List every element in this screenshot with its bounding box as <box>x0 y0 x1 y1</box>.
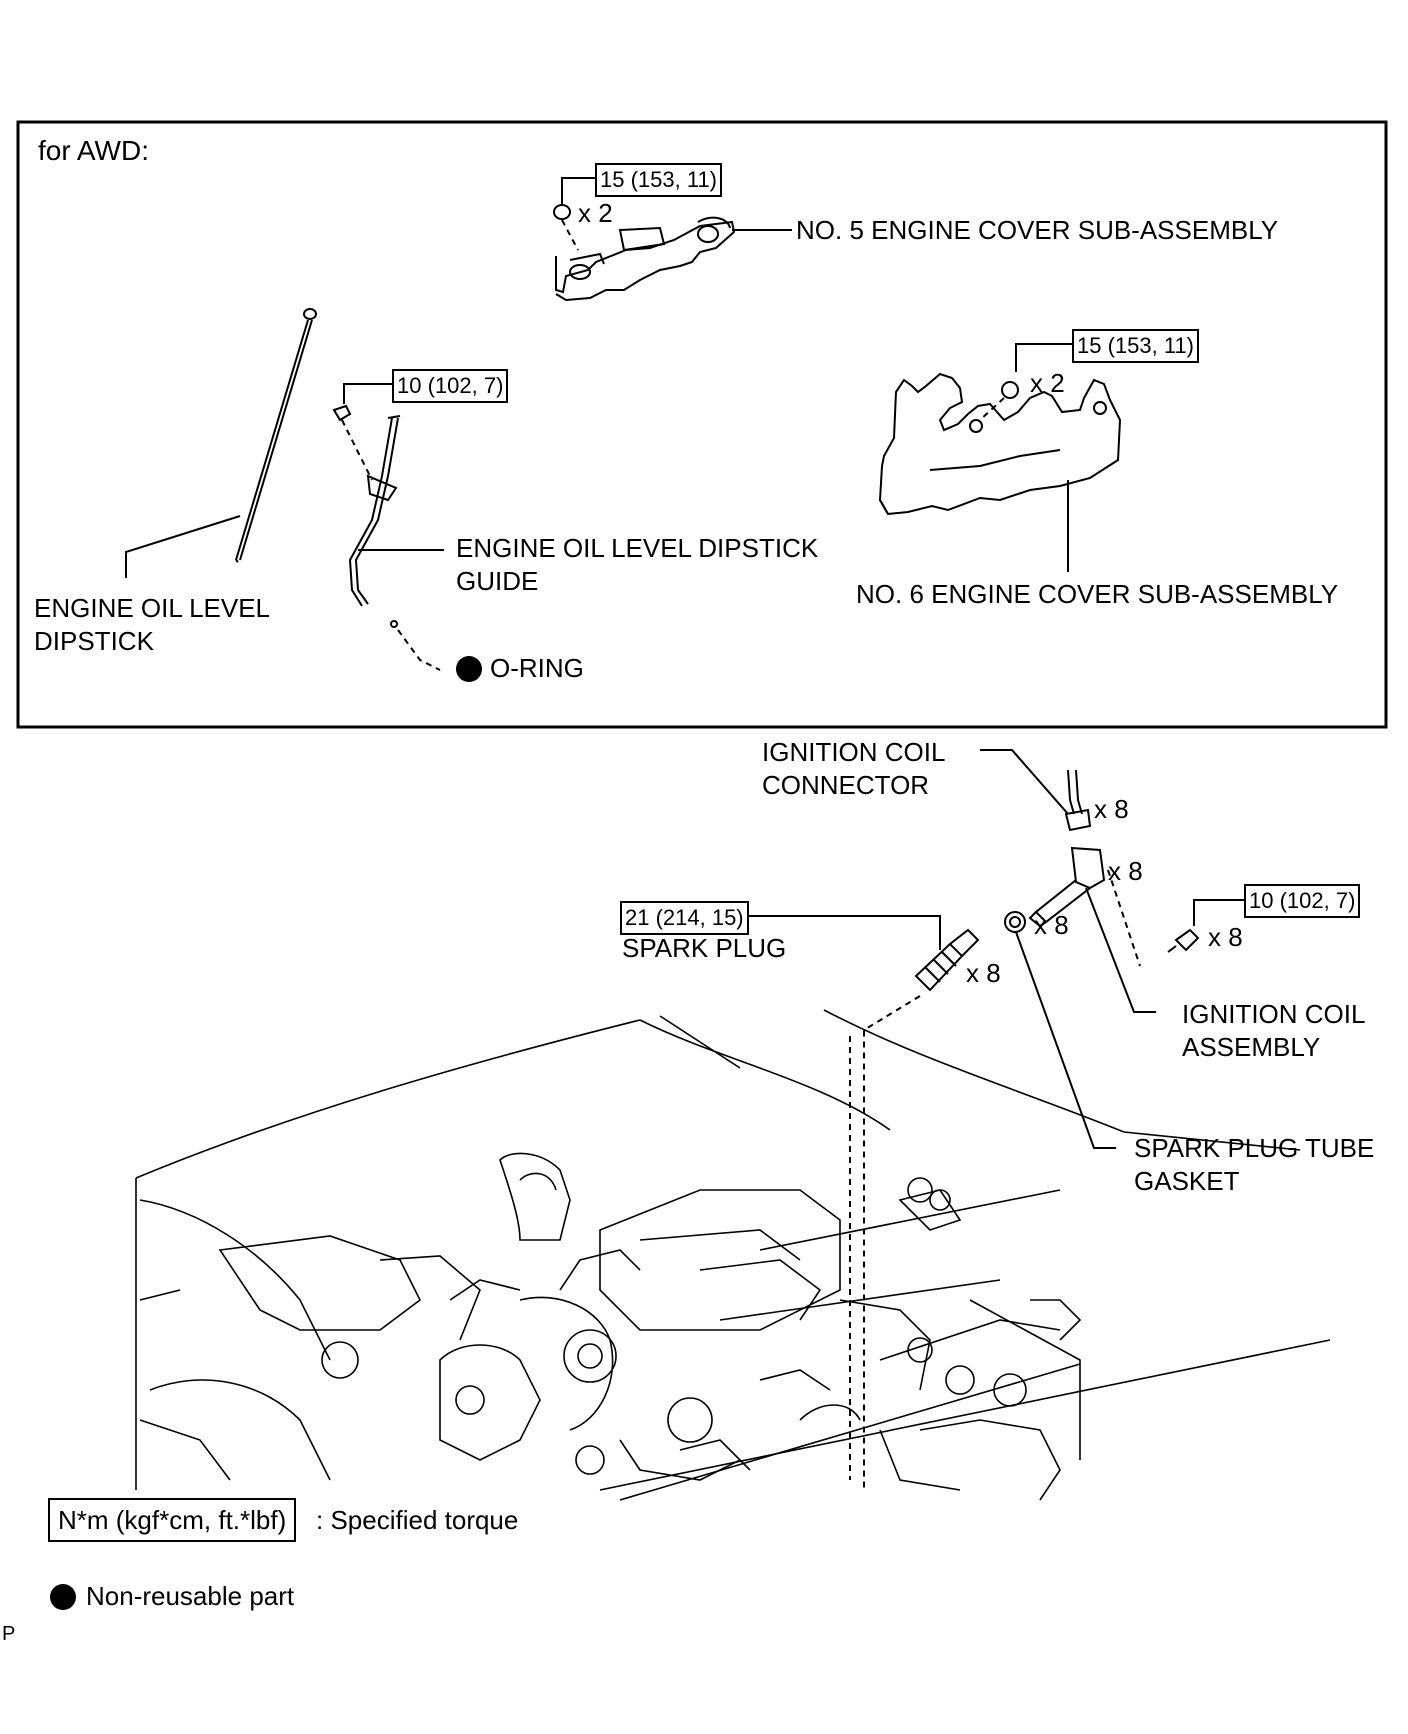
engine-oil-level-dipstick-guide-drawing <box>348 415 401 607</box>
spark-plug-install-line <box>863 995 921 1490</box>
engine-compartment-drawing <box>135 1009 1331 1501</box>
o-ring-leader <box>397 629 441 671</box>
dipstick-guide-label: ENGINE OIL LEVEL DIPSTICK GUIDE <box>456 533 819 596</box>
legend-torque-unit-box: N*m (kgf*cm, ft.*lbf) <box>48 1498 297 1542</box>
no6-cover-torque-box: 15 (153, 11) <box>1072 329 1200 363</box>
no6-cover-label: NO. 6 ENGINE COVER SUB-ASSEMBLY <box>856 579 1339 609</box>
spark-plug-label: SPARK PLUG <box>622 933 787 963</box>
no6-nut-quantity: x 2 <box>1030 368 1065 398</box>
connector-leader <box>980 749 1069 815</box>
spark-plug-torque-leader <box>746 915 941 950</box>
o-ring-part <box>390 620 398 628</box>
no5-nut-quantity: x 2 <box>578 198 613 228</box>
engine-oil-level-dipstick-drawing <box>235 308 317 563</box>
ignition-coil-connector-part <box>1064 808 1092 832</box>
coil-quantity: x 8 <box>1108 856 1143 886</box>
spark-plug-quantity: x 8 <box>966 958 1001 988</box>
connector-quantity: x 8 <box>1094 794 1129 824</box>
guide-bolt-torque-box: 10 (102, 7) <box>392 369 509 403</box>
awd-panel-frame <box>16 120 1388 729</box>
ignition-coil-assembly-label: IGNITION COIL ASSEMBLY <box>1182 999 1366 1062</box>
coil-bolt-torque-box: 10 (102, 7) <box>1244 884 1361 918</box>
no5-torque-leader <box>561 177 595 204</box>
no5-cover-label: NO. 5 ENGINE COVER SUB-ASSEMBLY <box>796 215 1279 245</box>
dipstick-label: ENGINE OIL LEVEL DIPSTICK <box>34 593 271 656</box>
no5-cover-nut <box>553 204 571 220</box>
legend-torque-desc: : Specified torque <box>316 1505 519 1535</box>
guide-torque-leader <box>343 383 392 404</box>
legend-non-reusable-icon <box>50 1584 76 1610</box>
spark-plug-torque-box: 21 (214, 15) <box>620 901 749 935</box>
dipstick-leader <box>125 515 241 578</box>
no5-engine-cover-drawing <box>555 216 736 302</box>
no5-cover-torque-box: 15 (153, 11) <box>595 163 723 197</box>
corner-mark: P <box>2 1623 16 1645</box>
guide-bolt <box>332 404 352 422</box>
no6-torque-leader <box>1015 343 1072 372</box>
o-ring-non-reusable-icon <box>456 656 482 682</box>
ignition-coil-connector-label: IGNITION COIL CONNECTOR <box>762 737 946 800</box>
gasket-quantity: x 8 <box>1034 910 1069 940</box>
coil-bolt-part <box>1174 928 1200 952</box>
o-ring-label: O-RING <box>490 653 584 683</box>
connector-wire <box>1067 769 1075 815</box>
gasket-leader <box>1015 931 1116 1149</box>
no6-engine-cover-drawing <box>878 372 1122 516</box>
coil-bolt-quantity: x 8 <box>1208 922 1243 952</box>
ignition-coil-assembly-part <box>1028 846 1106 928</box>
panel-title: for AWD: <box>38 135 149 166</box>
coil-bolt-torque-leader <box>1193 899 1244 926</box>
spark-plug-part <box>914 928 980 992</box>
coil-leader <box>1085 887 1156 1013</box>
spark-plug-tube-gasket-part <box>1004 911 1026 933</box>
legend-non-reusable-label: Non-reusable part <box>86 1581 295 1611</box>
spark-plug-tube-gasket-label: SPARK PLUG TUBE GASKET <box>1134 1133 1375 1196</box>
no6-cover-nut <box>1001 381 1019 399</box>
